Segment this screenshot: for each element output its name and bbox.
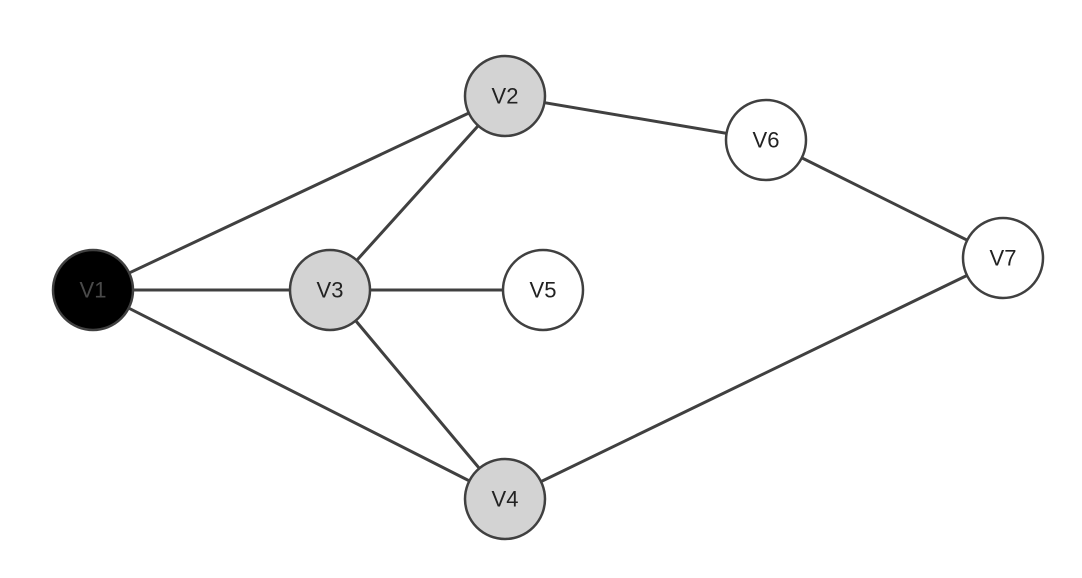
node-label: V3 [317, 278, 344, 303]
edge-v1-v2 [91, 94, 507, 292]
node-v7: V7 [961, 216, 1045, 300]
node-v6: V6 [724, 98, 808, 182]
edge-v4-v7 [503, 256, 1005, 501]
node-v2: V2 [463, 54, 547, 138]
node-circle [724, 98, 808, 182]
node-circle [961, 216, 1045, 300]
edge-v2-v3 [328, 94, 507, 292]
node-label: V6 [753, 128, 780, 153]
edge-v6-v7 [764, 138, 1005, 260]
node-v5: V5 [501, 248, 585, 332]
node-label: V1 [80, 278, 107, 303]
node-circle [463, 54, 547, 138]
node-v1: V1 [51, 248, 135, 332]
edge-v1-v4 [91, 288, 507, 501]
node-v3: V3 [288, 248, 372, 332]
edge-v2-v6 [503, 94, 768, 142]
node-label: V4 [492, 487, 519, 512]
node-v4: V4 [463, 457, 547, 541]
node-label: V7 [990, 246, 1017, 271]
node-circle [51, 248, 135, 332]
node-circle [288, 248, 372, 332]
node-circle [463, 457, 547, 541]
node-label: V5 [530, 278, 557, 303]
node-label: V2 [492, 84, 519, 109]
edge-v3-v4 [328, 288, 507, 501]
node-circle [501, 248, 585, 332]
